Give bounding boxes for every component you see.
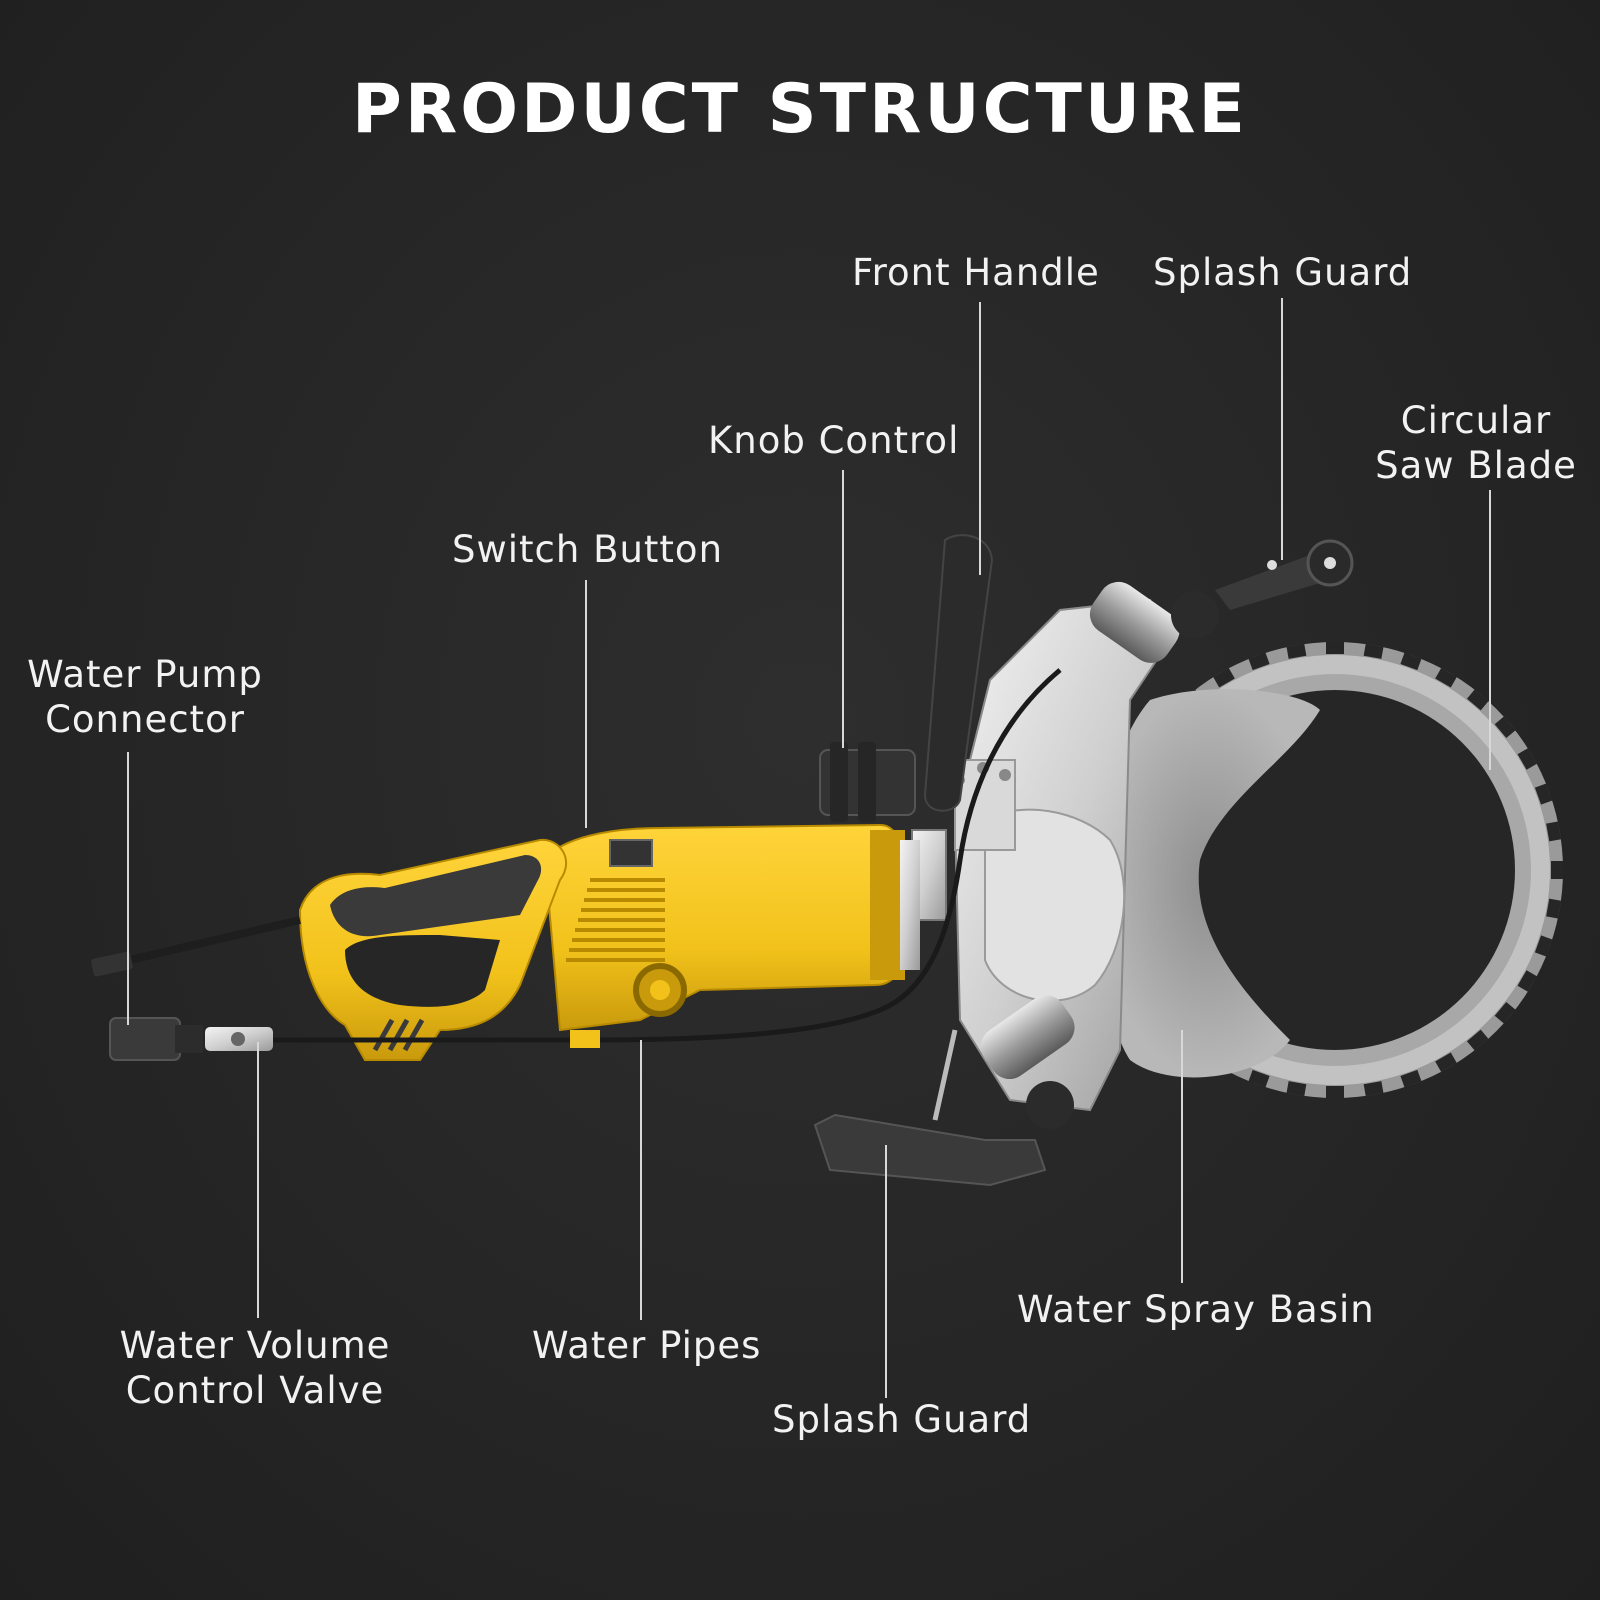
blade-tooth-gap [1363, 643, 1384, 659]
blade-tooth-gap [1551, 861, 1563, 879]
blade-tooth-gap [1326, 642, 1344, 654]
label-switch-button: Switch Button [452, 528, 724, 571]
leader-lines [127, 298, 1491, 1398]
blade-tooth-gap [1466, 1029, 1489, 1051]
water-spray-basin [1098, 689, 1320, 1078]
label-knob-control: Knob Control [708, 419, 960, 462]
knob-control [819, 742, 916, 822]
blade-tooth-gap [1286, 643, 1307, 659]
label-circular-saw-blade: Circular Saw Blade [1366, 398, 1586, 488]
blade-tooth-gap [1400, 1069, 1422, 1088]
blade-tooth-gap [1466, 689, 1489, 711]
blade-tooth-gap [1494, 1001, 1516, 1024]
label-water-pipes: Water Pipes [532, 1324, 762, 1367]
label-water-pump-connector: Water Pump Connector [20, 652, 270, 742]
blade-tooth-gap [1546, 898, 1562, 919]
label-water-pump-connector-line1: Water Pump [27, 653, 263, 696]
power-cord [91, 916, 301, 977]
motor-body [543, 823, 920, 1032]
blade-tooth-gap [1435, 668, 1457, 688]
blade-tooth-gap [1400, 652, 1422, 671]
blade-tooth-gap [1546, 821, 1562, 842]
blade-tooth-gap [1435, 1052, 1457, 1072]
blade-tooth-gap [1517, 748, 1537, 770]
water-pipe-assembly [109, 668, 1062, 1061]
label-water-volume-line2: Control Valve [125, 1369, 385, 1412]
label-front-handle: Front Handle [852, 251, 1100, 294]
blade-tooth-gap [1326, 1086, 1344, 1098]
label-water-pump-connector-line2: Connector [45, 698, 245, 741]
label-circular-saw-blade-line1: Circular [1400, 399, 1552, 442]
blade-tooth-gap [1494, 716, 1516, 739]
label-splash-guard-bottom: Splash Guard [772, 1398, 1032, 1441]
blade-tooth-gap [1213, 668, 1235, 688]
blade-tooth-gap [1248, 652, 1270, 671]
lower-splash-guard [813, 1113, 1047, 1187]
label-circular-saw-blade-line2: Saw Blade [1375, 444, 1577, 487]
blade-tooth-gap [1517, 970, 1537, 992]
rear-handle [298, 838, 567, 1061]
blade-tooth-gap [1248, 1069, 1270, 1088]
page-title: PRODUCT STRUCTURE [352, 70, 1248, 149]
blade-tooth-gap [1534, 783, 1553, 805]
label-splash-guard-top: Splash Guard [1153, 251, 1413, 294]
label-water-spray-basin: Water Spray Basin [1017, 1288, 1375, 1331]
blade-tooth-gap [1534, 935, 1553, 957]
blade-tooth-gap [1286, 1081, 1307, 1097]
label-water-volume-line1: Water Volume [119, 1324, 391, 1367]
blade-tooth-gap [1363, 1081, 1384, 1097]
label-water-volume-control-valve: Water Volume Control Valve [110, 1323, 400, 1413]
